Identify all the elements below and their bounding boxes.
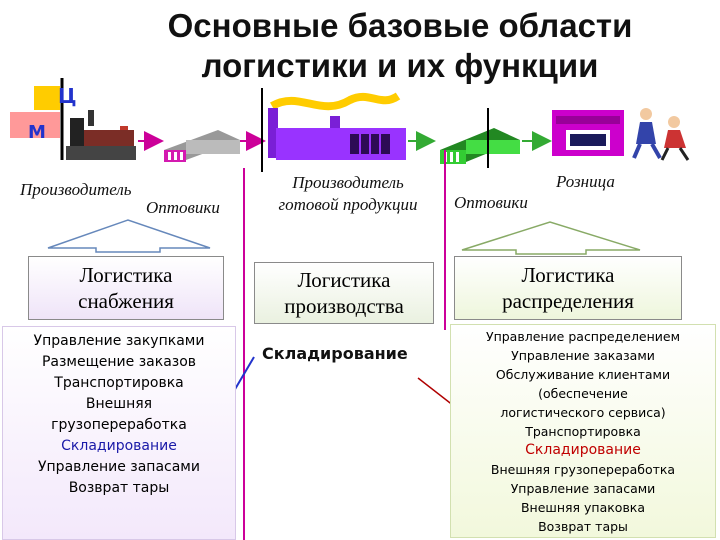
title-line-2: логистики и их функции bbox=[201, 47, 599, 84]
production-logistics-label: Логистика производства bbox=[284, 268, 404, 318]
supply-function-item: Размещение заказов bbox=[41, 354, 197, 370]
supplier-factory-icon bbox=[66, 110, 136, 160]
distribution-function-item: Обслуживание клиентами bbox=[495, 367, 671, 382]
manufacturer-factory-icon bbox=[268, 92, 406, 160]
supply-function-item: грузопереработка bbox=[51, 417, 187, 433]
warehouse-1-icon bbox=[164, 130, 240, 162]
retail-store-icon bbox=[552, 110, 624, 156]
distribution-function-item: Управление заказами bbox=[511, 348, 655, 363]
producer-label: Производитель bbox=[20, 180, 132, 199]
supply-functions-list: Управление закупками Размещение заказов … bbox=[2, 326, 236, 540]
supply-logistics-label: Логистика снабжения bbox=[78, 263, 174, 313]
retail-label: Розница bbox=[556, 172, 615, 191]
supply-function-item: Управление запасами bbox=[38, 459, 200, 475]
distribution-function-item: Транспортировка bbox=[525, 424, 641, 439]
distribution-functions-list: Управление распределением Управление зак… bbox=[450, 324, 716, 538]
title-line-1: Основные базовые области bbox=[167, 7, 633, 44]
distribution-logistics-label: Логистика распределения bbox=[502, 263, 634, 313]
supply-function-item: Транспортировка bbox=[54, 375, 184, 391]
wholesalers-left-label: Оптовики bbox=[146, 198, 220, 217]
wholesalers-right-label: Оптовики bbox=[454, 193, 528, 212]
distribution-function-item: Возврат тары bbox=[538, 519, 628, 534]
distribution-function-item: Внешняя упаковка bbox=[520, 500, 646, 515]
finished-producer-label: Производитель готовой продукции bbox=[278, 173, 418, 214]
distribution-function-item: (обеспечение bbox=[538, 386, 628, 401]
production-logistics-box: Логистика производства bbox=[254, 262, 434, 324]
distribution-function-item: логистического сервиса) bbox=[500, 405, 666, 420]
production-function-item: Складирование bbox=[262, 344, 408, 363]
supply-function-item: Управление закупками bbox=[33, 333, 205, 349]
distribution-function-item: Управление запасами bbox=[510, 481, 656, 496]
supply-function-item: Возврат тары bbox=[68, 480, 170, 496]
supply-function-item: Внешняя bbox=[85, 396, 153, 412]
distribution-logistics-box: Логистика распределения bbox=[454, 256, 682, 320]
raw-material-m-label: М bbox=[28, 122, 46, 143]
supply-function-item-highlight: Складирование bbox=[61, 438, 177, 454]
shoppers-icon bbox=[632, 108, 690, 161]
raw-material-ch-label: Ц bbox=[58, 84, 77, 108]
supply-logistics-box: Логистика снабжения bbox=[28, 256, 224, 320]
distribution-function-item: Управление распределением bbox=[485, 329, 681, 344]
page-title: Основные базовые области логистики и их … bbox=[120, 6, 680, 86]
distribution-function-item-highlight: Складирование bbox=[525, 442, 641, 458]
distribution-function-item: Внешняя грузопереработка bbox=[490, 462, 676, 477]
warehouse-2-icon bbox=[440, 128, 520, 164]
raw-material-icon bbox=[10, 78, 64, 160]
